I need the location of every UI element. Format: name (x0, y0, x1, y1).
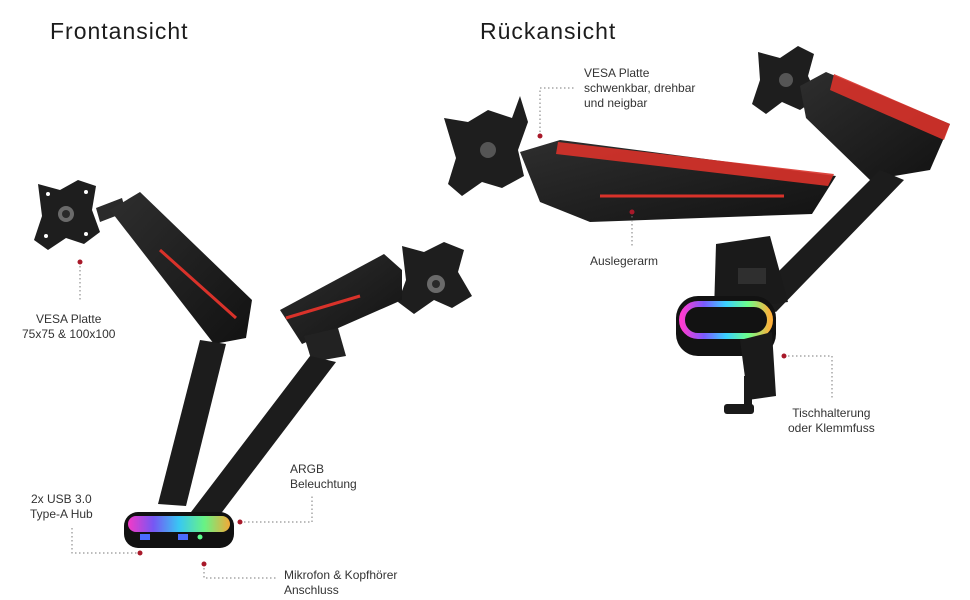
desk-clamp (724, 332, 776, 414)
callout-boom-arm: Auslegerarm (590, 254, 659, 268)
front-view-title: Frontansicht (50, 18, 189, 44)
callout-vesa-front: VESA Platte 75x75 & 100x100 (22, 312, 116, 341)
rear-vesa-plate-right (752, 46, 818, 114)
vesa-plate-right (398, 242, 472, 314)
callout-usb-hub: 2x USB 3.0 Type-A Hub (30, 492, 93, 521)
rear-view-assembly (444, 46, 950, 414)
front-base-rgb (124, 512, 234, 548)
rear-view-title: Rückansicht (480, 18, 617, 44)
callout-clamp: Tischhalterung oder Klemmfuss (788, 406, 875, 435)
callout-argb: ARGB Beleuchtung (290, 462, 357, 491)
callout-dots (77, 133, 787, 567)
callout-audio: Mikrofon & Kopfhörer Anschluss (284, 568, 398, 597)
callout-vesa-rear: VESA Platte schwenkbar, drehbar und neig… (584, 66, 696, 110)
callout-lines (71, 87, 833, 579)
rear-vesa-plate-left (444, 96, 528, 196)
vesa-plate-left (34, 180, 100, 250)
front-view-assembly (34, 180, 472, 548)
